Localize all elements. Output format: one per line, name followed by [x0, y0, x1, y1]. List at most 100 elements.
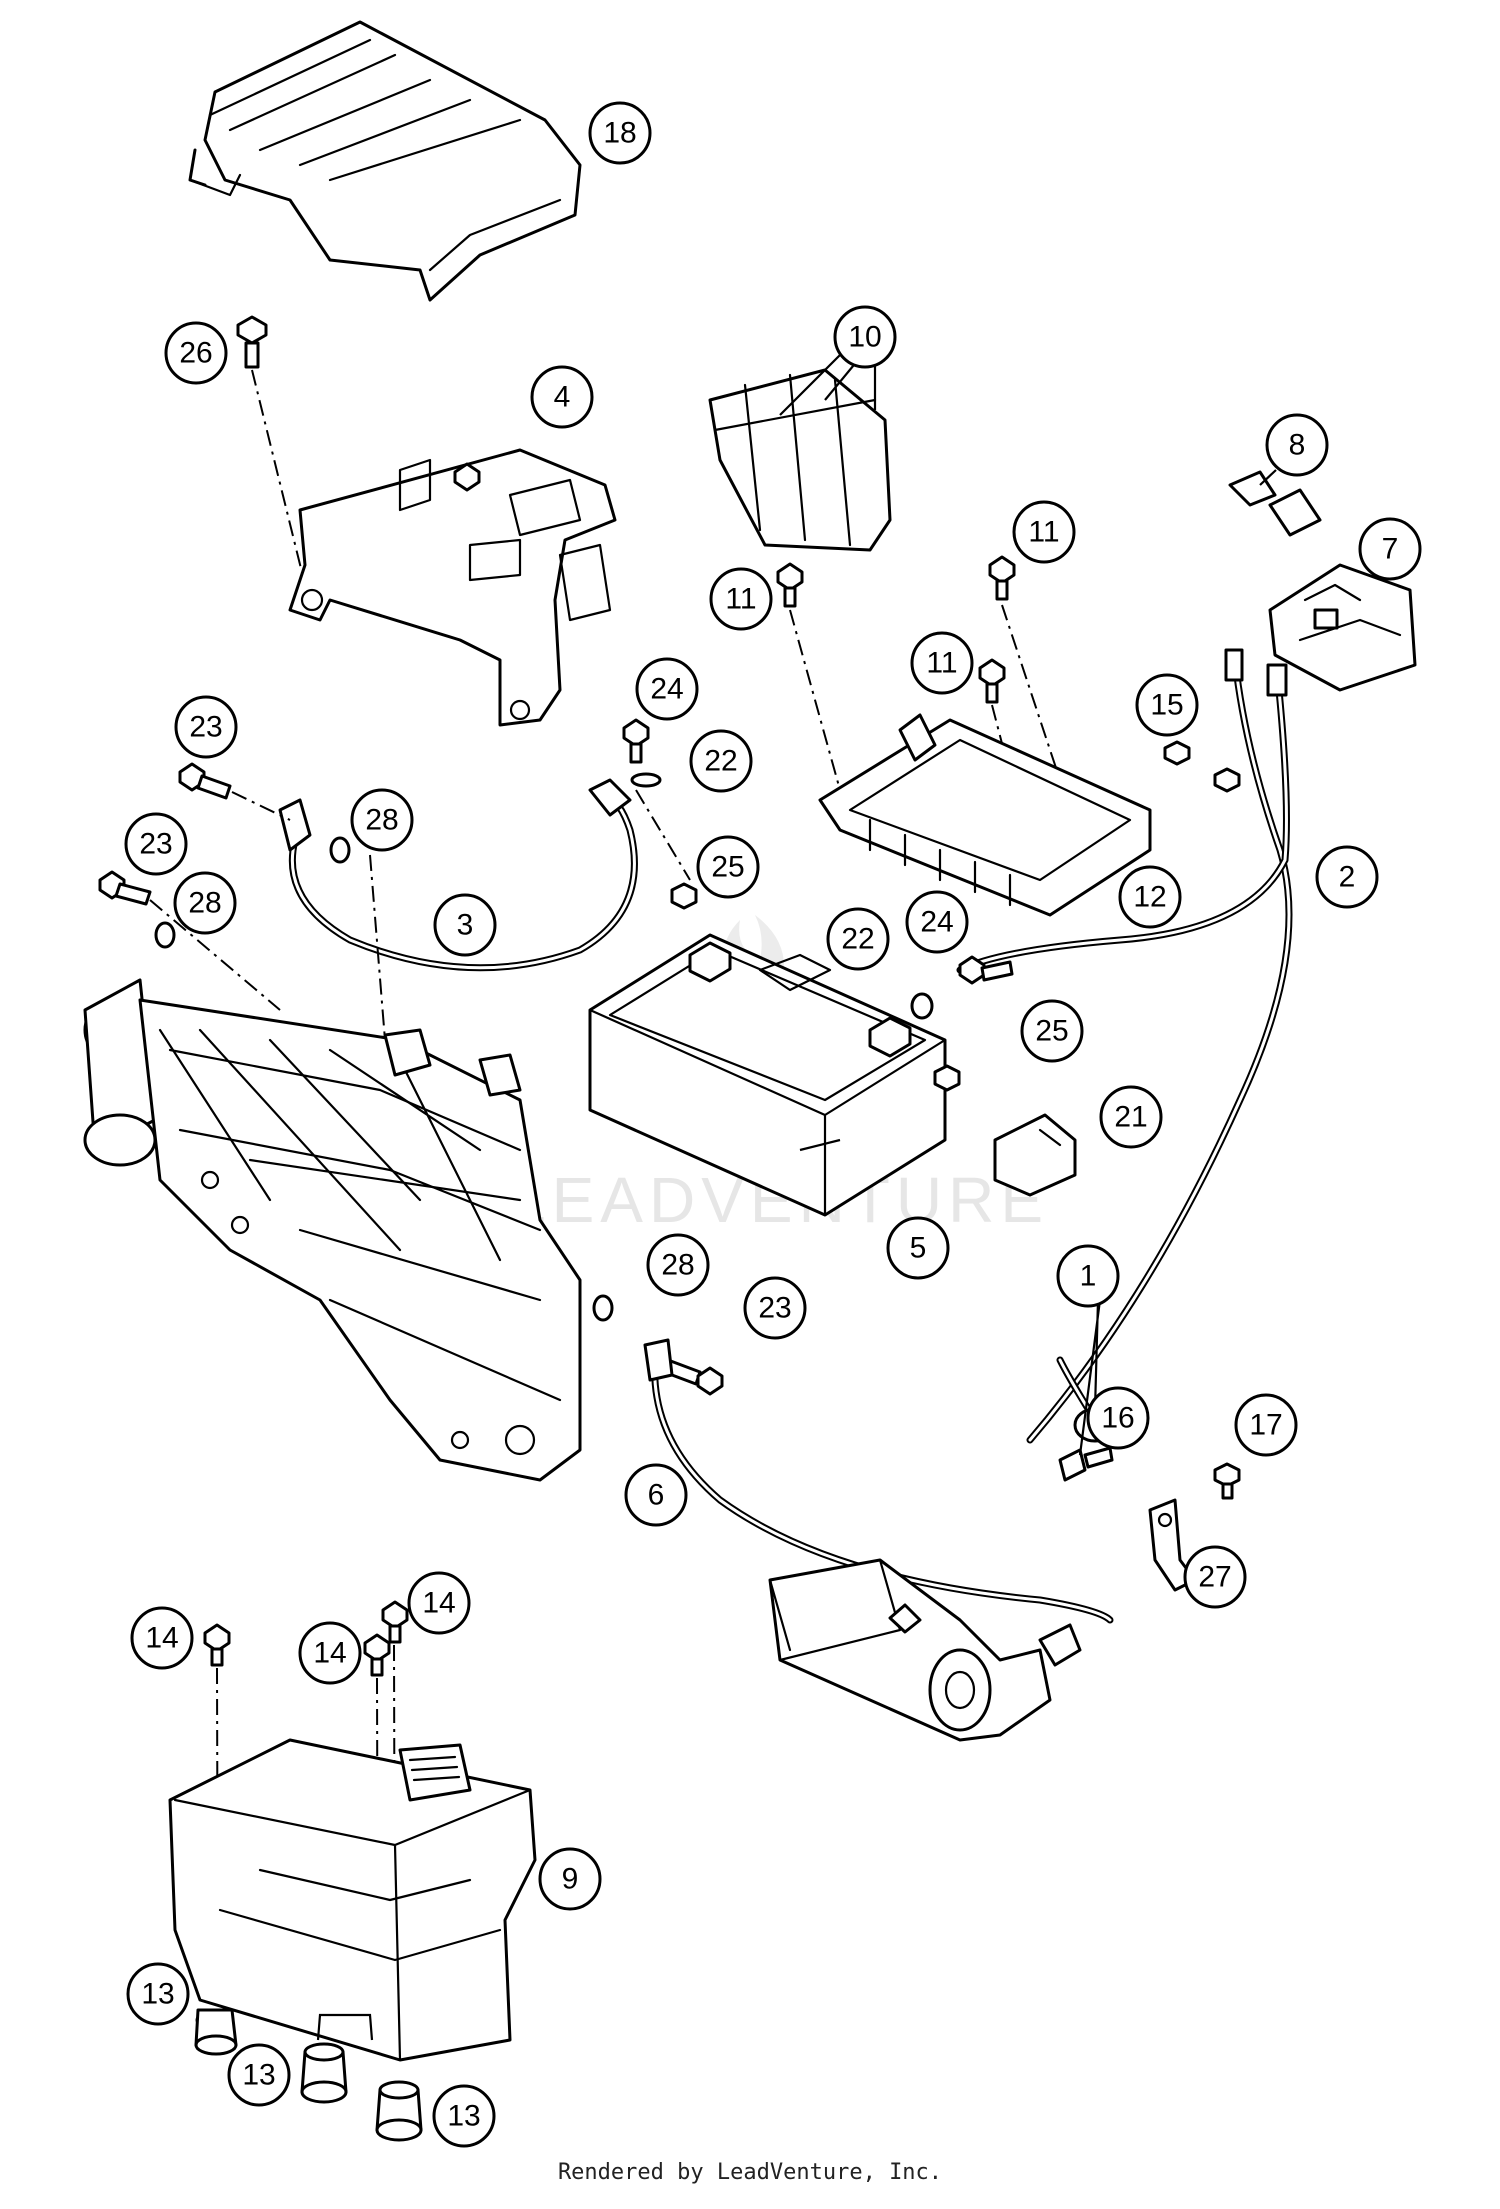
svg-text:13: 13 — [242, 2059, 275, 2092]
callout-23c: 23 — [743, 1276, 807, 1340]
part-bolt-24b — [958, 955, 1014, 985]
callout-26: 26 — [164, 321, 228, 385]
svg-text:27: 27 — [1198, 1561, 1231, 1594]
svg-text:21: 21 — [1114, 1101, 1147, 1134]
part-relays-10 — [708, 368, 892, 552]
callout-11c: 11 — [910, 631, 974, 695]
svg-text:2: 2 — [1339, 861, 1356, 894]
callout-7: 7 — [1358, 517, 1422, 581]
svg-text:18: 18 — [603, 117, 636, 150]
part-nut-25a — [670, 882, 698, 910]
part-cable-6 — [643, 1338, 1114, 1667]
callout-9: 9 — [538, 1847, 602, 1911]
part-nut-25b — [933, 1064, 961, 1092]
callout-28b: 28 — [173, 871, 237, 935]
callout-28c: 28 — [646, 1233, 710, 1297]
part-cable-2 — [956, 648, 1293, 1444]
svg-text:24: 24 — [920, 906, 953, 939]
svg-text:26: 26 — [179, 337, 212, 370]
callout-14b: 14 — [407, 1571, 471, 1635]
callout-11a: 11 — [1012, 500, 1076, 564]
svg-text:28: 28 — [188, 887, 221, 920]
svg-text:23: 23 — [139, 828, 172, 861]
part-washer-22a — [630, 772, 662, 788]
part-screw-14b — [381, 1600, 409, 1644]
part-solenoid-7 — [1268, 563, 1417, 692]
svg-text:22: 22 — [841, 923, 874, 956]
callout-22a: 22 — [689, 729, 753, 793]
svg-text:8: 8 — [1289, 429, 1306, 462]
svg-text:11: 11 — [926, 647, 957, 680]
callout-25b: 25 — [1020, 999, 1084, 1063]
svg-text:16: 16 — [1101, 1402, 1134, 1435]
part-bolt-23a — [178, 762, 232, 800]
svg-text:6: 6 — [648, 1479, 665, 1512]
callout-13c: 13 — [432, 2084, 496, 2148]
part-frame — [83, 978, 582, 1482]
svg-text:13: 13 — [141, 1978, 174, 2011]
part-fuses-8 — [1228, 470, 1322, 537]
svg-text:5: 5 — [910, 1232, 927, 1265]
part-washer-28a — [329, 836, 351, 864]
callout-13b: 13 — [227, 2043, 291, 2107]
part-tray-12 — [818, 713, 1152, 917]
part-screw-17 — [1213, 1462, 1241, 1500]
svg-text:17: 17 — [1249, 1409, 1282, 1442]
part-rubber-foot-13c — [375, 2080, 423, 2142]
callout-24a: 24 — [635, 657, 699, 721]
part-starter-motor — [768, 1558, 1052, 1742]
svg-text:23: 23 — [189, 711, 222, 744]
part-bolt-16 — [1058, 1446, 1114, 1482]
svg-text:3: 3 — [457, 909, 474, 942]
callout-21: 21 — [1099, 1085, 1163, 1149]
part-screw-11a — [776, 562, 804, 608]
part-battery-5 — [588, 933, 947, 1217]
part-washer-28b — [154, 921, 176, 949]
part-washer-28c — [592, 1294, 614, 1322]
svg-text:28: 28 — [365, 804, 398, 837]
part-bolt-23b — [98, 870, 152, 906]
svg-text:14: 14 — [313, 1637, 346, 1670]
callout-14c: 14 — [298, 1621, 362, 1685]
svg-text:11: 11 — [1028, 516, 1059, 549]
part-screw-11c — [978, 658, 1006, 704]
svg-text:12: 12 — [1133, 881, 1166, 914]
callout-14a: 14 — [130, 1606, 194, 1670]
callout-1: 1 — [1056, 1244, 1120, 1308]
callout-12: 12 — [1118, 865, 1182, 929]
callout-11b: 11 — [709, 567, 773, 631]
svg-text:15: 15 — [1150, 689, 1183, 722]
callout-8: 8 — [1265, 413, 1329, 477]
svg-text:24: 24 — [650, 673, 683, 706]
callout-13a: 13 — [126, 1962, 190, 2026]
part-rubber-foot-13b — [300, 2042, 348, 2104]
part-screw-11b — [988, 555, 1016, 601]
callout-16: 16 — [1086, 1386, 1150, 1450]
callout-6: 6 — [624, 1463, 688, 1527]
callout-27: 27 — [1183, 1545, 1247, 1609]
callout-5: 5 — [886, 1216, 950, 1280]
callout-3: 3 — [433, 893, 497, 957]
callout-23a: 23 — [174, 695, 238, 759]
svg-text:28: 28 — [661, 1249, 694, 1282]
part-terminal-cover-21 — [993, 1113, 1077, 1197]
svg-text:25: 25 — [711, 851, 744, 884]
svg-text:25: 25 — [1035, 1015, 1068, 1048]
callout-28a: 28 — [350, 788, 414, 852]
part-cable-3 — [278, 778, 638, 972]
callout-23b: 23 — [124, 812, 188, 876]
callout-18: 18 — [588, 101, 652, 165]
part-screw-14c — [363, 1633, 391, 1677]
credit-text: Rendered by LeadVenture, Inc. — [557, 2160, 943, 2185]
part-top-cover — [188, 20, 582, 302]
callout-25a: 25 — [696, 835, 760, 899]
svg-text:13: 13 — [447, 2100, 480, 2133]
part-bolt-24a — [622, 718, 650, 764]
callout-2: 2 — [1315, 845, 1379, 909]
callout-10: 10 — [833, 305, 897, 369]
callout-4: 4 — [530, 365, 594, 429]
svg-text:23: 23 — [758, 1292, 791, 1325]
svg-text:11: 11 — [725, 583, 756, 616]
part-bolt-23c — [662, 1358, 724, 1396]
svg-text:4: 4 — [554, 381, 571, 414]
